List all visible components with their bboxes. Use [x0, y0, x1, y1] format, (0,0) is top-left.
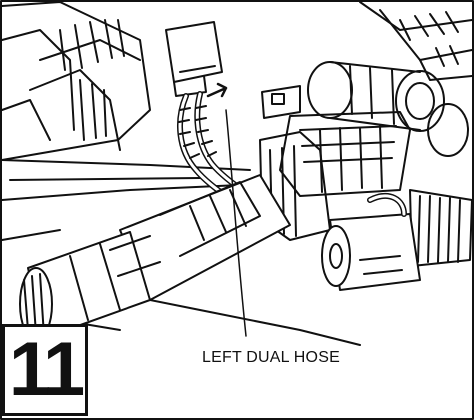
vehicle-body-left — [1, 1, 151, 161]
callout-label-left-dual-hose: LEFT DUAL HOSE — [202, 349, 340, 366]
hose-bracket — [165, 21, 223, 97]
step-number: 11 — [8, 327, 85, 412]
insertion-arrow-icon — [206, 82, 228, 98]
power-pack — [321, 189, 473, 291]
power-cylinder — [307, 61, 469, 157]
vehicle-body-right — [359, 1, 473, 81]
callout-leader-line — [225, 109, 247, 337]
gun-barrel — [19, 174, 291, 341]
step-number-box: 11 — [2, 324, 88, 416]
